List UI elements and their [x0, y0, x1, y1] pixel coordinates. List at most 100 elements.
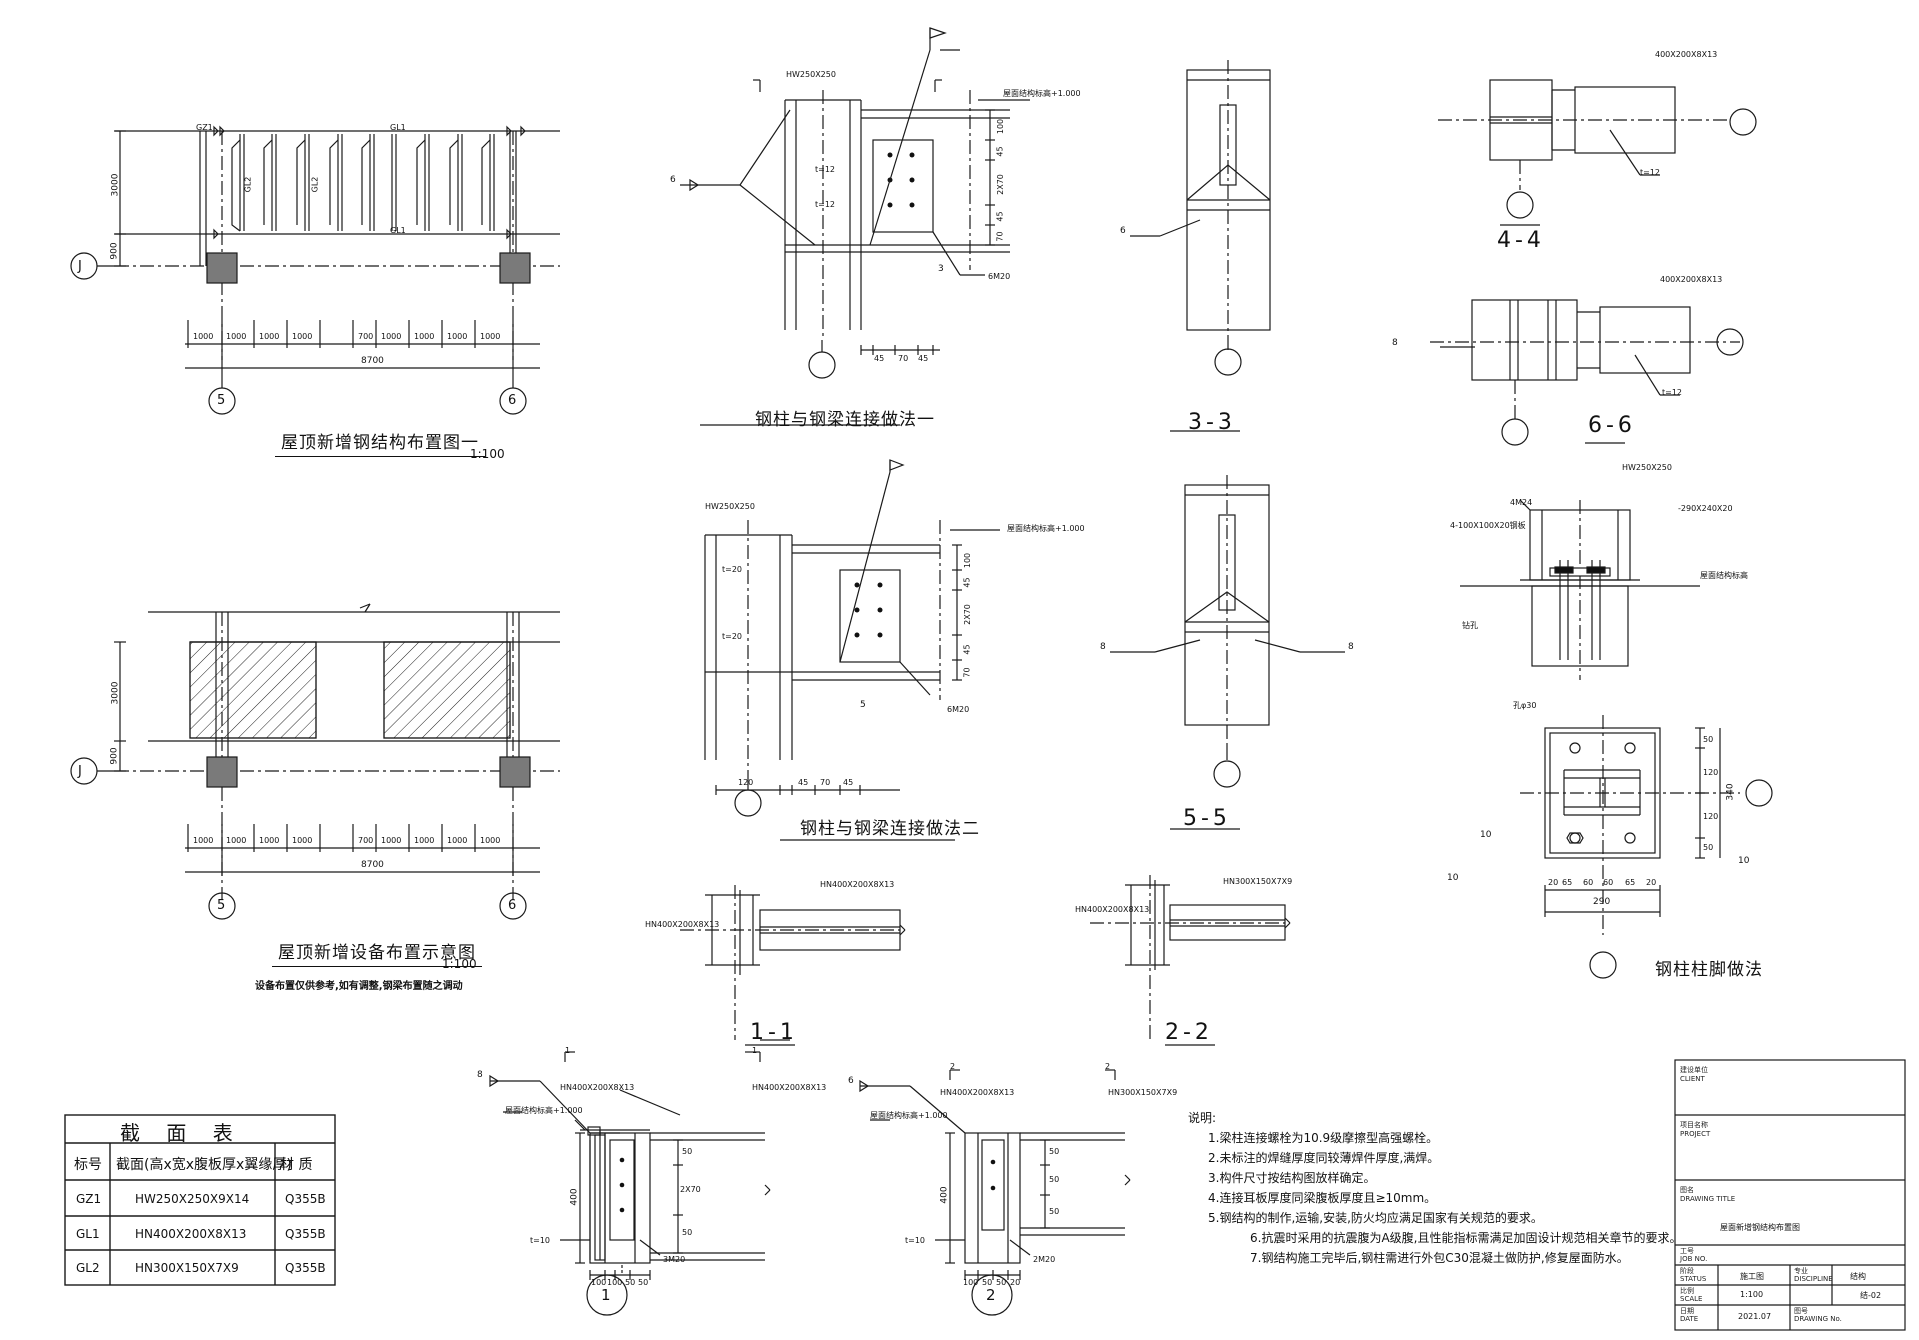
detail2-plate: t=20 [722, 565, 743, 574]
detail2-dim-h-1: 120 [738, 778, 754, 787]
sec44-title: 4-4 [1497, 228, 1545, 253]
detail2-dim-v-5: 70 [962, 667, 972, 678]
sections-1-2-drawing [680, 875, 1291, 1046]
sections-4-6-drawing [1430, 79, 1757, 446]
detail1-section: HW250X250 [786, 70, 836, 79]
detail2-dim-v-3: 2X70 [962, 604, 972, 625]
det1-dim-h-3: 50 [625, 1278, 636, 1287]
sec11-title: 1-1 [750, 1020, 798, 1045]
base-col: HW250X250 [1622, 463, 1672, 472]
notes-item-5: 5.钢结构的制作,运输,安装,防火均应满足国家有关规范的要求。 [1208, 1211, 1543, 1225]
plan1-dim-v-top: 3000 [110, 173, 121, 197]
det2-drawing [859, 1069, 1131, 1316]
det1-title: 1 [601, 1286, 611, 1304]
base-dim-h-2: 65 [1562, 878, 1573, 887]
tb-discipline-cn: 专业 [1794, 1267, 1808, 1275]
det2-dim-h-1: 100 [963, 1278, 979, 1287]
plan1-beam-gl2-b: GL2 [310, 176, 320, 193]
detail1-bolts: 6M20 [988, 272, 1011, 281]
section-table-row-1-material: Q355B [285, 1192, 326, 1206]
plan1-dim-2: 1000 [226, 332, 247, 341]
plan1-dim-1: 1000 [193, 332, 214, 341]
base-dim-h-3: 60 [1583, 878, 1594, 887]
tb-discipline-value: 结构 [1850, 1272, 1866, 1281]
tb-client-cn: 建设单位 [1680, 1066, 1708, 1074]
tb-drawing-no-en: DRAWING No. [1794, 1315, 1842, 1323]
det2-dim: 400 [939, 1186, 950, 1204]
base-anchor2: 钻孔 [1462, 621, 1478, 630]
tb-status-en: STATUS [1680, 1275, 1707, 1283]
sec44-beam: 400X200X8X13 [1655, 50, 1718, 59]
section-table-row-1-section: HW250X250X9X14 [135, 1192, 250, 1206]
det1-plate: t=10 [530, 1236, 551, 1245]
tb-date-value: 2021.07 [1738, 1312, 1772, 1321]
sec66-beam: 400X200X8X13 [1660, 275, 1723, 284]
detail2-dim-h-3: 70 [820, 778, 831, 787]
detail1-dim-h-2: 70 [898, 354, 909, 363]
plan2-dim-7: 1000 [414, 836, 435, 845]
det1-dim-1: 50 [682, 1147, 693, 1156]
detail1-cut: 6 [670, 175, 676, 185]
base-dim-h-5: 65 [1625, 878, 1636, 887]
section-table-header-mark: 标号 [74, 1157, 102, 1173]
det2-cut-no: 6 [848, 1076, 854, 1086]
sec11-beam: HN400X200X8X13 [820, 880, 895, 889]
det1-cut-no: 8 [477, 1070, 483, 1080]
section-table-frame [64, 1114, 336, 1286]
det1-dim-2: 2X70 [680, 1185, 701, 1194]
plan2-dim-9: 1000 [480, 836, 501, 845]
det2-dim-2: 50 [1049, 1175, 1060, 1184]
base-dim-v-4: 50 [1703, 843, 1714, 852]
det2-cut-top-right: 2 [1105, 1062, 1111, 1071]
det1-dim-h-2: 100 [607, 1278, 623, 1287]
tb-project-en: PROJECT [1680, 1130, 1711, 1138]
plan2-dim-v-top: 3000 [110, 681, 121, 705]
tb-job-cn: 工号 [1680, 1247, 1694, 1255]
plan2-dim-6: 1000 [381, 836, 402, 845]
plan2-drawing [70, 603, 560, 920]
tb-drawing-title-cn: 图名 [1680, 1186, 1694, 1194]
detail1-dim-v-3: 2X70 [995, 174, 1005, 195]
sec44-plate: t=12 [1640, 168, 1661, 177]
det1-bolts: 3M20 [663, 1255, 686, 1264]
detail2-dim-v-2: 45 [962, 577, 972, 588]
plan1-beam-gz1: GZ1 [196, 123, 213, 132]
tb-drawing-title-en: DRAWING TITLE [1680, 1195, 1736, 1203]
detail1-plate: t=12 [815, 165, 836, 174]
section-table-header-material: 材 质 [280, 1157, 313, 1173]
base-dim-v-2: 120 [1703, 768, 1719, 777]
section-table-row-3-section: HN300X150X7X9 [135, 1261, 239, 1275]
plan1-scale: 1:100 [470, 447, 505, 461]
base-total-h: 340 [1725, 783, 1736, 801]
section-table-title: 截 面 表 [120, 1121, 243, 1145]
sec55-cut-left: 8 [1100, 642, 1106, 652]
plan2-dim-1: 1000 [193, 836, 214, 845]
notes-heading: 说明: [1188, 1111, 1217, 1125]
tb-scale-cn: 比例 [1680, 1287, 1694, 1295]
det1-drawing [489, 1051, 771, 1316]
plan2-dim-8: 1000 [447, 836, 468, 845]
detail2-cut-ref: 5 [860, 700, 866, 710]
section-table-row-1-mark: GZ1 [76, 1192, 102, 1206]
det1-beam: HN400X200X8X13 [752, 1083, 827, 1092]
plan1-dim-total: 8700 [361, 356, 384, 366]
det2-dim-h-2: 50 [982, 1278, 993, 1287]
plan2-scale: 1:100 [442, 957, 477, 971]
plan1-beam-gl2: GL2 [243, 176, 253, 193]
base-anchor: 4-100X100X20钢板 [1450, 521, 1526, 530]
det2-dim-h-4: 20 [1010, 1278, 1021, 1287]
detail2-dim-h-4: 45 [843, 778, 854, 787]
section-table-header-section: 截面(高x宽x腹板厚x翼缘厚) [116, 1157, 292, 1173]
detail2-section: HW250X250 [705, 502, 755, 511]
plan2-dim-4: 1000 [292, 836, 313, 845]
det1-cut-top-right: 1 [752, 1046, 758, 1055]
section-table-row-3-mark: GL2 [76, 1261, 100, 1275]
notes-item-6: 6.抗震时采用的抗震腹为A级腹,且性能指标需满足加固设计规范相关章节的要求。 [1250, 1231, 1682, 1245]
detail2-elev: 屋面结构标高+1.000 [1007, 524, 1085, 533]
base-dim-v-1: 50 [1703, 735, 1714, 744]
sec22-col: HN400X200X8X13 [1075, 905, 1150, 914]
detail2-dim-h-2: 45 [798, 778, 809, 787]
detail1-title: 钢柱与钢梁连接做法一 [755, 410, 935, 430]
detail1-dim-v-2: 45 [995, 146, 1005, 157]
detail1-dim-v-1: 100 [996, 118, 1006, 135]
